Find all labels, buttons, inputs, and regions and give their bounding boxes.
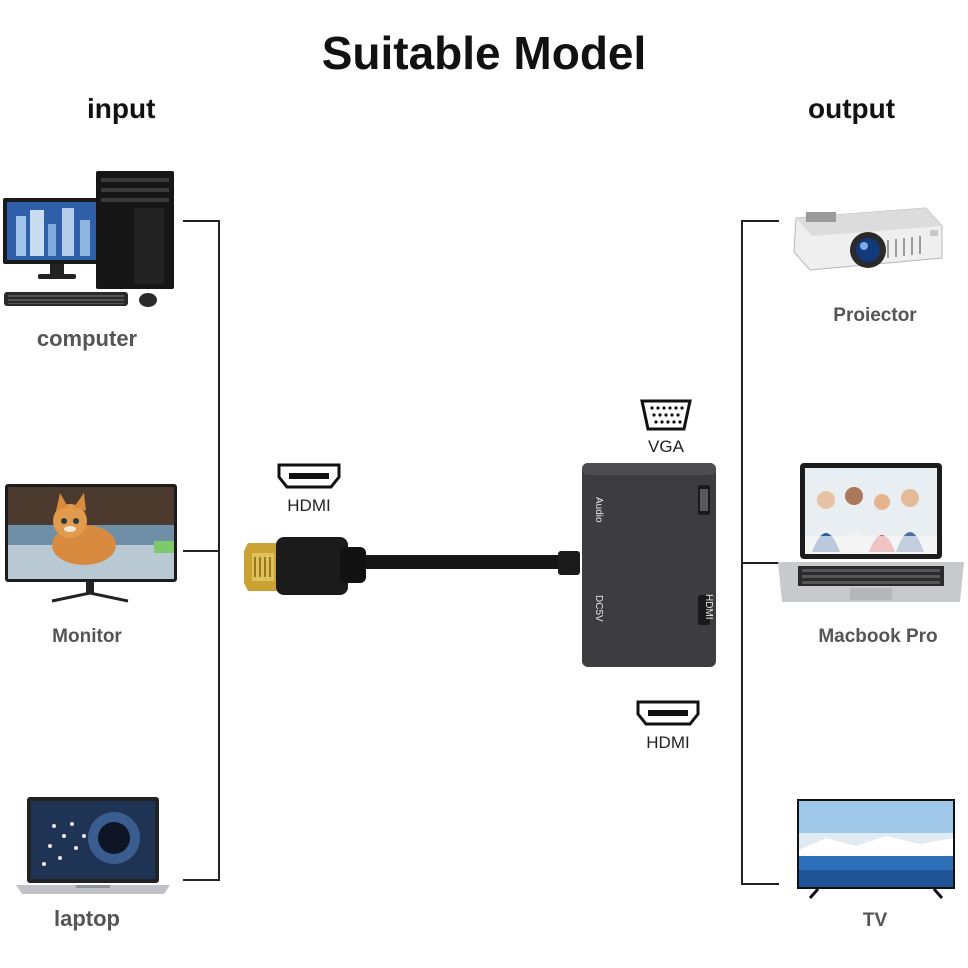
hdmi-adapter [244, 463, 716, 667]
device-label-projector: Proiector [833, 305, 917, 326]
macbook-icon [776, 462, 966, 606]
hdmi-plug-housing [276, 537, 348, 595]
laptop-icon [14, 796, 172, 898]
device-label-tv: TV [862, 910, 888, 931]
adapter-dc5v-label: DC5V [593, 595, 604, 622]
adapter-hdmi-label: HDMI [703, 594, 714, 620]
hdmi-output-port-icon [636, 700, 700, 726]
device-label-macbook-pro: Macbook Pro [818, 626, 938, 647]
device-label-monitor: Monitor [52, 626, 122, 647]
adapter-body [582, 463, 716, 667]
vga-port-icon [640, 399, 692, 431]
hdmi-output-port-label: HDMI [646, 733, 690, 752]
tv-icon [796, 798, 956, 900]
hdmi-input-port-label: HDMI [287, 496, 331, 515]
vga-port-label: VGA [648, 437, 684, 456]
adapter-audio-label: Audio [593, 497, 604, 523]
projector-icon [790, 200, 944, 280]
output-bracket [741, 220, 779, 885]
adapter-cable [348, 555, 568, 569]
desktop-computer-icon [2, 168, 177, 313]
monitor-icon [4, 483, 178, 603]
output-heading: output [808, 93, 896, 124]
hdmi-input-port-icon [277, 463, 341, 489]
input-heading: input [87, 93, 156, 124]
device-label-laptop: laptop [54, 906, 120, 931]
device-label-computer: computer [36, 326, 138, 351]
page-title: Suitable Model [321, 27, 647, 79]
